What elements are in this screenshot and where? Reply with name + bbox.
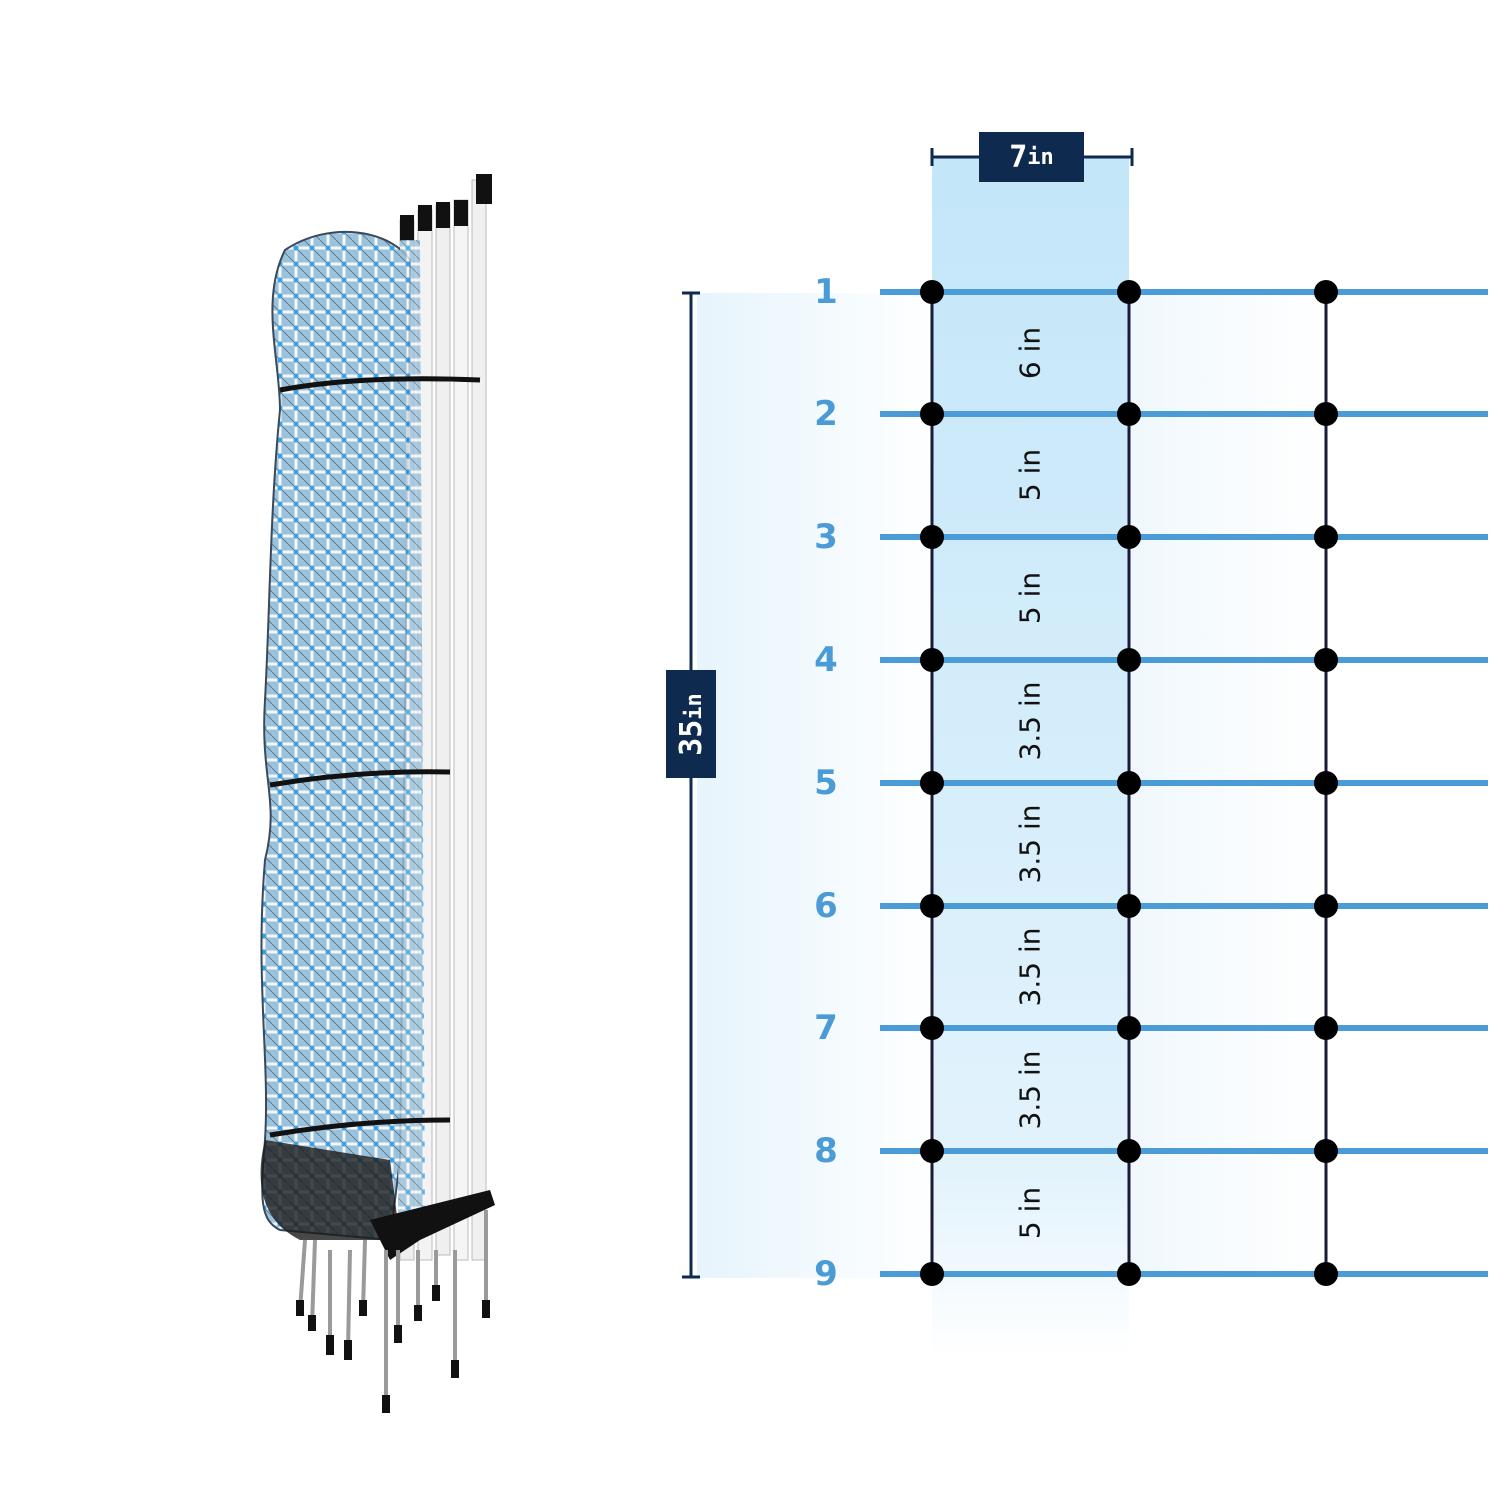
strand-number: 9 [814,1254,838,1294]
spacing-label: 6 in [1013,326,1047,380]
strand-number: 7 [814,1008,838,1048]
junction-nodes [920,280,1338,1286]
spacing-label: 3.5 in [1013,1050,1047,1130]
spacing-label: 3.5 in [1013,927,1047,1007]
strand-number: 6 [814,886,838,926]
height-value: 35 [673,719,709,756]
strand-number: 2 [814,394,838,434]
height-unit: in [681,692,707,720]
fence-posts [399,174,492,1261]
strand-number: 5 [814,763,838,803]
spacing-label: 5 in [1013,1186,1047,1240]
strand-number: 8 [814,1131,838,1171]
strand-number: 1 [814,272,838,312]
product-image-netting-roll [240,160,520,1420]
spacing-label: 5 in [1013,571,1047,625]
horizontal-strands [880,289,1488,1277]
strand-number: 3 [814,517,838,557]
height-dimension-line [682,291,700,1279]
spacing-label: 3.5 in [1013,681,1047,761]
spacing-label: 5 in [1013,448,1047,502]
width-band [932,158,1129,1358]
ground-spikes [298,1210,488,1405]
width-value: 7 [1009,139,1028,175]
strand-number: 4 [814,640,838,680]
width-unit: in [1027,144,1054,170]
spike-tips [296,1285,490,1413]
spacing-label: 3.5 in [1013,804,1047,884]
